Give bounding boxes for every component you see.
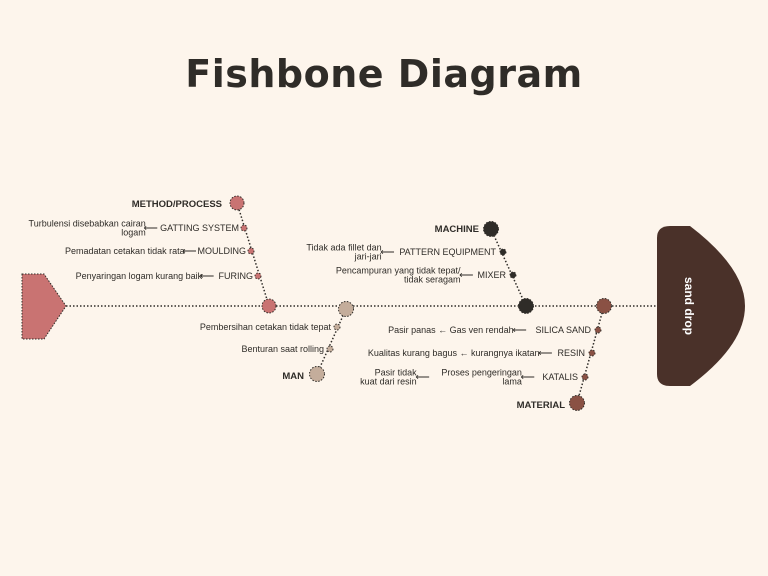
material-cause-dot <box>594 326 602 334</box>
method-cause-detail: logam <box>121 228 146 238</box>
method-cause-detail: Turbulensi disebabkan cairan <box>29 219 146 229</box>
method-cause-arrow: ⟵ <box>143 223 157 234</box>
material-cause-dot <box>588 349 596 357</box>
method-cause-arrow: ⟵ <box>200 271 214 282</box>
material-cause-label: KATALIS <box>542 372 578 382</box>
machine-cause-detail: jari-jari <box>354 252 382 262</box>
machine-cause-label: MIXER <box>477 270 506 280</box>
material-cause-detail: Pasir panas ← Gas ven rendah <box>388 325 514 335</box>
man-cause-dot <box>326 345 334 353</box>
material-spine-node <box>596 298 612 314</box>
machine-category-label: MACHINE <box>435 224 479 235</box>
man-cause-dot <box>333 323 341 331</box>
material-cause-detail: kuat dari resin <box>360 377 417 387</box>
material-bottom-node <box>569 395 585 411</box>
material-category-label: MATERIAL <box>517 400 566 411</box>
fish-tail <box>21 273 67 340</box>
material-cause-arrow: ⟵ <box>538 348 552 359</box>
material-cause-dot <box>581 373 589 381</box>
method-category-label: METHOD/PROCESS <box>132 199 222 210</box>
method-cause-detail: Penyaringan logam kurang baik <box>76 271 203 281</box>
machine-spine-node <box>518 298 534 314</box>
method-cause-dot <box>240 224 248 232</box>
method-cause-label: FURING <box>219 271 254 281</box>
man-cause-detail: Pembersihan cetakan tidak tepat <box>200 322 332 332</box>
material-cause-detail: lama <box>502 377 522 387</box>
machine-cause-label: PATTERN EQUIPMENT <box>399 247 496 257</box>
man-spine-node <box>338 301 354 317</box>
machine-top-node <box>483 221 499 237</box>
method-cause-detail: Pemadatan cetakan tidak rata <box>65 246 185 256</box>
machine-cause-detail: Tidak ada fillet dan <box>306 243 381 253</box>
machine-cause-dot <box>509 271 517 279</box>
machine-cause-dot <box>499 248 507 256</box>
fish-head <box>657 226 745 386</box>
material-cause-arrow: ⟵ <box>512 325 526 336</box>
method-cause-dot <box>247 247 255 255</box>
machine-bone <box>490 228 527 307</box>
man-bottom-node <box>309 366 325 382</box>
diagram-title: Fishbone Diagram <box>185 52 583 96</box>
machine-cause-arrow: ⟵ <box>459 270 473 281</box>
method-bone <box>236 202 270 307</box>
man-category-label: MAN <box>282 371 304 382</box>
method-cause-arrow: ⟵ <box>182 246 196 257</box>
material-cause-arrow: ⟵ <box>415 372 429 383</box>
material-cause-detail: Kualitas kurang bagus ← kurangnya ikatan <box>368 348 540 358</box>
man-cause-detail: Benturan saat rolling <box>241 344 324 354</box>
method-cause-dot <box>254 272 262 280</box>
material-cause-detail: Proses pengeringan <box>441 368 522 378</box>
machine-cause-detail: tidak seragam <box>404 275 461 285</box>
material-cause-arrow: ⟵ <box>521 372 535 383</box>
effect-label: sand drop <box>682 277 696 335</box>
material-cause-detail: Pasir tidak <box>375 368 418 378</box>
material-cause-label: RESIN <box>557 348 585 358</box>
man-bone <box>316 308 347 375</box>
method-cause-label: MOULDING <box>197 246 246 256</box>
machine-cause-detail: Pencampuran yang tidak tepat/ <box>336 266 461 276</box>
machine-cause-arrow: ⟵ <box>380 247 394 258</box>
method-cause-label: GATTING SYSTEM <box>160 223 239 233</box>
method-top-node <box>229 195 245 211</box>
method-spine-node <box>261 298 277 314</box>
material-cause-label: SILICA SAND <box>535 325 591 335</box>
